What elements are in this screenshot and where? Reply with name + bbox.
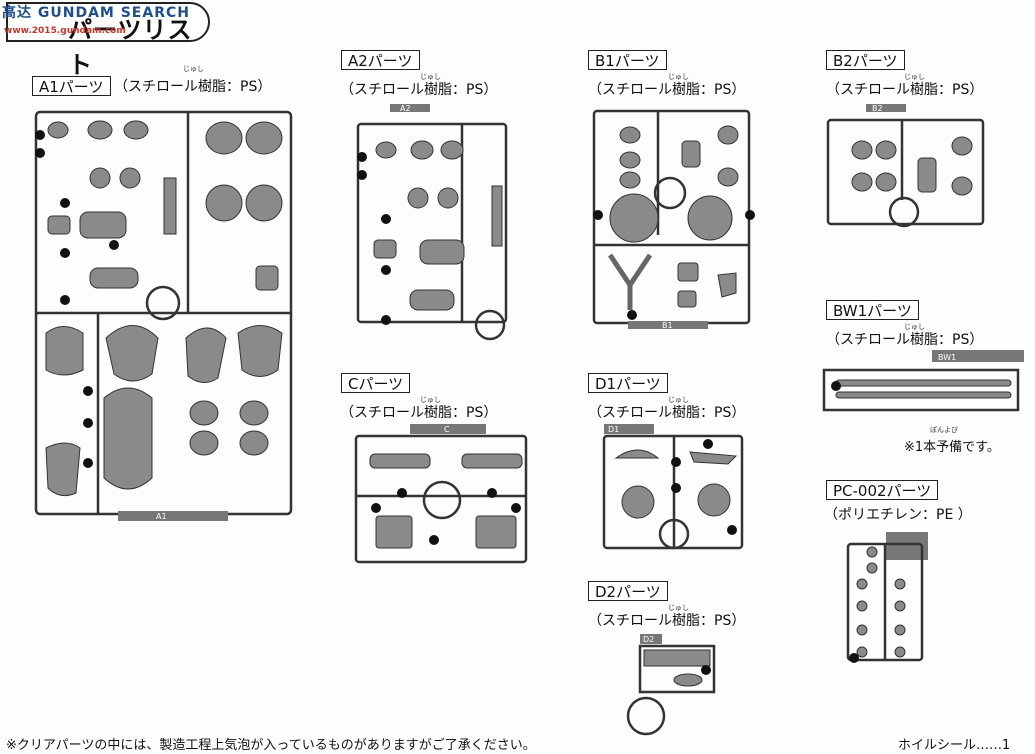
c-label: Cパーツ <box>341 373 411 393</box>
svg-text:BW1: BW1 <box>938 353 956 362</box>
d1-ruby: じゅし <box>668 396 689 404</box>
svg-text:C: C <box>444 425 450 434</box>
b1-label: B1パーツ <box>588 50 667 70</box>
pc002-material: （ポリエチレン：PE ） <box>824 507 972 523</box>
d1-runner: D1 <box>602 424 744 550</box>
b2-runner: B2 <box>826 104 985 228</box>
svg-text:D1: D1 <box>608 425 619 434</box>
foil-seal-count: ホイルシール……1 <box>898 738 1011 753</box>
b2-material: （スチロール樹脂：PS） <box>826 82 984 98</box>
d1-material: （スチロール樹脂：PS） <box>588 405 746 421</box>
watermark-url: www.2015.gundam.com <box>4 26 126 36</box>
bw1-note-ruby: ぽんよび <box>930 426 958 434</box>
pc002-runner <box>846 532 928 663</box>
a1-label: A1パーツ <box>32 76 111 96</box>
c-runner: C <box>354 424 528 564</box>
b1-runner: B1 <box>592 109 755 330</box>
b1-ruby: じゅし <box>668 73 689 81</box>
title-banner: パーツリスト <box>6 2 210 79</box>
bw1-ruby: じゅし <box>904 323 925 331</box>
b2-ruby: じゅし <box>904 73 925 81</box>
svg-text:A1: A1 <box>156 512 167 521</box>
a1-runner: A1 <box>34 110 293 521</box>
c-material: （スチロール樹脂：PS） <box>340 405 498 421</box>
d2-ruby: じゅし <box>668 604 689 612</box>
svg-text:A2: A2 <box>400 104 411 113</box>
c-ruby: じゅし <box>420 396 441 404</box>
b2-label: B2パーツ <box>826 50 905 70</box>
bw1-note: ※1本予備です。 <box>904 440 1000 455</box>
d2-material: （スチロール樹脂：PS） <box>588 613 746 629</box>
bw1-runner: BW1 <box>822 350 1024 412</box>
svg-text:B2: B2 <box>872 104 883 113</box>
a2-label: A2パーツ <box>341 50 420 70</box>
a2-runner: A2 <box>356 104 508 341</box>
watermark-logo: 高达 GUNDAM SEARCH <box>2 5 190 21</box>
bw1-label: BW1パーツ <box>826 300 919 320</box>
svg-text:D2: D2 <box>643 635 654 644</box>
a1-ruby: じゅし <box>183 65 204 73</box>
footer-note: ※クリアパーツの中には、製造工程上気泡が入っているものがありますがご了承ください… <box>6 738 536 753</box>
page-title: パーツリスト <box>68 16 193 79</box>
d1-label: D1パーツ <box>588 373 668 393</box>
bw1-material: （スチロール樹脂：PS） <box>826 332 984 348</box>
a1-material: （スチロール樹脂：PS） <box>114 79 272 95</box>
d2-runner: D2 <box>626 634 716 736</box>
d2-label: D2パーツ <box>588 581 668 601</box>
pc002-label: PC-002パーツ <box>826 480 939 500</box>
a2-ruby: じゅし <box>420 73 441 81</box>
svg-text:B1: B1 <box>662 321 673 330</box>
b1-material: （スチロール樹脂：PS） <box>588 82 746 98</box>
a2-material: （スチロール樹脂：PS） <box>340 82 498 98</box>
